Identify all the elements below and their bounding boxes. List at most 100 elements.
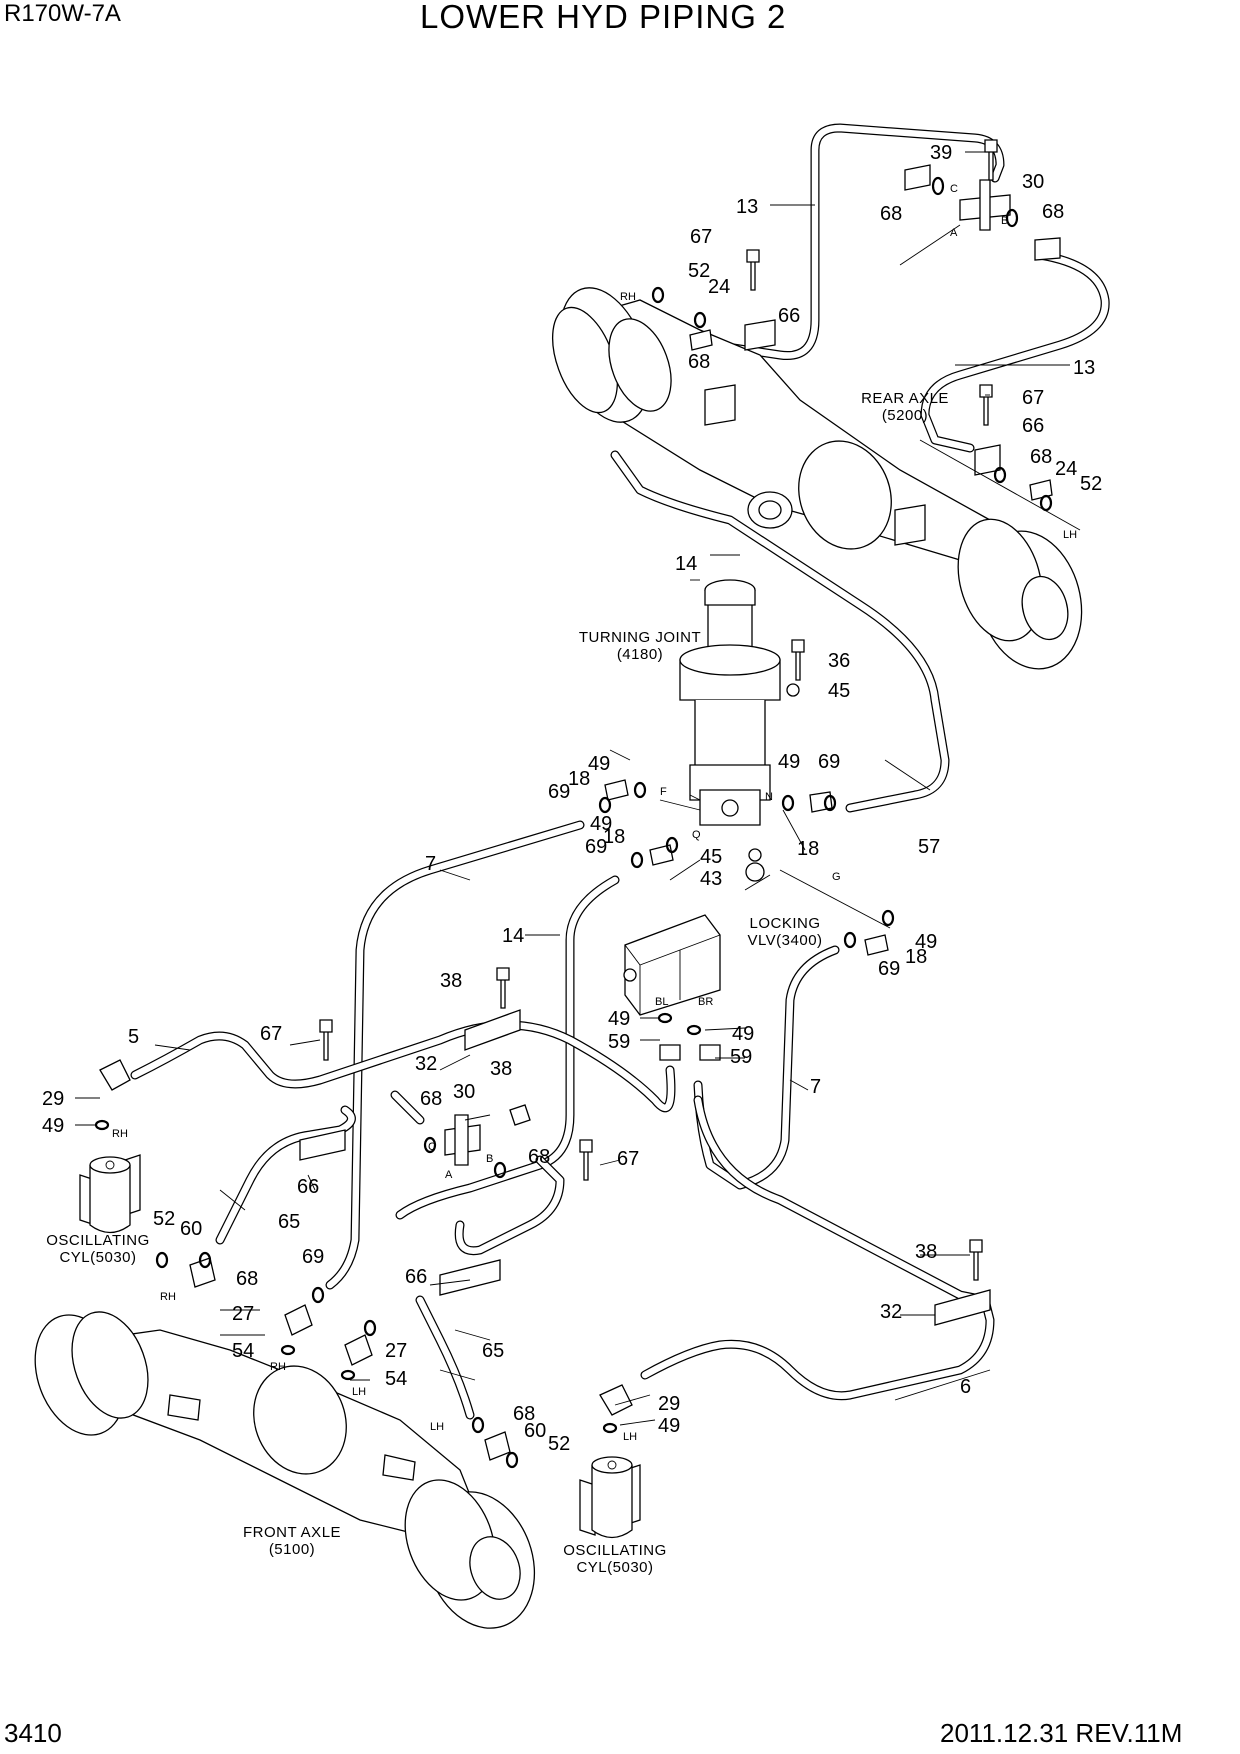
callout: 27 <box>385 1340 407 1362</box>
port-label: C <box>950 183 958 195</box>
callout: 32 <box>880 1301 902 1323</box>
callout: 69 <box>548 781 570 803</box>
revision-date: 2011.12.31 REV.11M <box>940 1718 1183 1748</box>
page-title: LOWER HYD PIPING 2 <box>420 0 787 35</box>
callout: 29 <box>42 1088 64 1110</box>
port-label: G <box>832 871 841 883</box>
callout: 68 <box>236 1268 258 1290</box>
oscillating-cyl-rh-code: CYL(5030) <box>59 1249 136 1266</box>
callout: 7 <box>810 1076 821 1098</box>
fittings <box>99 164 1061 1461</box>
callout: 49 <box>588 753 610 775</box>
oscillating-cylinder-lh <box>579 1456 641 1539</box>
callout: 68 <box>688 351 710 373</box>
port-label: A <box>445 1169 453 1181</box>
callout: 60 <box>180 1218 202 1240</box>
callout: 38 <box>440 970 462 992</box>
callout: 57 <box>918 836 940 858</box>
rear-axle-code: (5200) <box>882 407 928 424</box>
callout: 6 <box>960 1376 971 1398</box>
callout: 66 <box>778 305 800 327</box>
callout: 38 <box>490 1058 512 1080</box>
turning-joint-code: (4180) <box>617 646 663 663</box>
callout: 69 <box>585 836 607 858</box>
turning-joint <box>679 579 781 826</box>
locking-valve <box>623 914 721 1016</box>
callout: 49 <box>658 1415 680 1437</box>
callout: 38 <box>915 1241 937 1263</box>
rear-axle-label: REAR AXLE <box>861 390 949 407</box>
callout: 59 <box>730 1046 752 1068</box>
callout: 43 <box>700 868 722 890</box>
port-label: LH <box>623 1431 637 1443</box>
callout: 49 <box>915 931 937 953</box>
callout: 67 <box>260 1023 282 1045</box>
locking-valve-code: VLV(3400) <box>747 932 822 949</box>
assembly-labels: REAR AXLE (5200) TURNING JOINT (4180) LO… <box>46 390 949 1576</box>
clamps <box>299 319 1001 1326</box>
port-label: RH <box>620 291 636 303</box>
port-label: Q <box>692 829 701 841</box>
callout: 18 <box>603 826 625 848</box>
port-label: LH <box>1063 529 1077 541</box>
page-number: 3410 <box>4 1718 62 1748</box>
callout: 24 <box>1055 458 1077 480</box>
callout: 67 <box>617 1148 639 1170</box>
port-label: LH <box>352 1386 366 1398</box>
port-label: BR <box>698 996 713 1008</box>
oscillating-cyl-lh-label: OSCILLATING <box>563 1542 667 1559</box>
callout: 13 <box>1073 357 1095 379</box>
callout: 7 <box>425 853 436 875</box>
callout: 45 <box>828 680 850 702</box>
oscillating-cylinder-rh <box>79 1154 141 1234</box>
callout: 60 <box>524 1420 546 1442</box>
callout: 66 <box>297 1176 319 1198</box>
port-label: BL <box>655 996 668 1008</box>
callout: 32 <box>415 1053 437 1075</box>
callout: 68 <box>420 1088 442 1110</box>
callout: 52 <box>688 260 710 282</box>
callout: 52 <box>548 1433 570 1455</box>
callout: 5 <box>128 1026 139 1048</box>
turning-joint-label: TURNING JOINT <box>579 629 701 646</box>
port-label: LH <box>430 1421 444 1433</box>
port-label: A <box>950 227 958 239</box>
callout: 68 <box>880 203 902 225</box>
callout: 49 <box>42 1115 64 1137</box>
callout: 66 <box>405 1266 427 1288</box>
callout: 49 <box>590 813 612 835</box>
callout: 36 <box>828 650 850 672</box>
port-label: N <box>765 791 773 803</box>
callout: 13 <box>736 196 758 218</box>
port-label: RH <box>160 1291 176 1303</box>
callout: 49 <box>778 751 800 773</box>
callout: 68 <box>1042 201 1064 223</box>
callout-numbers: 39 30 68 68 13 67 52 24 66 68 13 67 66 6… <box>42 142 1102 1455</box>
locking-valve-label: LOCKING <box>749 915 820 932</box>
callout: 39 <box>930 142 952 164</box>
callout: 27 <box>232 1303 254 1325</box>
callout: 52 <box>1080 473 1102 495</box>
callout: 18 <box>905 946 927 968</box>
port-label: RH <box>270 1361 286 1373</box>
callout: 30 <box>453 1081 475 1103</box>
port-label: B <box>486 1153 493 1165</box>
callout: 52 <box>153 1208 175 1230</box>
front-axle-code: (5100) <box>269 1541 315 1558</box>
front-axle <box>34 1311 536 1629</box>
port-label: F <box>660 786 667 798</box>
port-label: B <box>1001 215 1008 227</box>
callout: 65 <box>482 1340 504 1362</box>
callout: 18 <box>568 768 590 790</box>
callout: 24 <box>708 276 730 298</box>
port-label: RH <box>112 1128 128 1140</box>
leader-lines <box>75 151 1081 1426</box>
callout: 65 <box>278 1211 300 1233</box>
callout: 14 <box>502 925 524 947</box>
callout: 14 <box>675 553 697 575</box>
callout: 54 <box>232 1340 254 1362</box>
callout: 49 <box>608 1008 630 1030</box>
bolts <box>319 139 998 1281</box>
oscillating-cyl-rh-label: OSCILLATING <box>46 1232 150 1249</box>
